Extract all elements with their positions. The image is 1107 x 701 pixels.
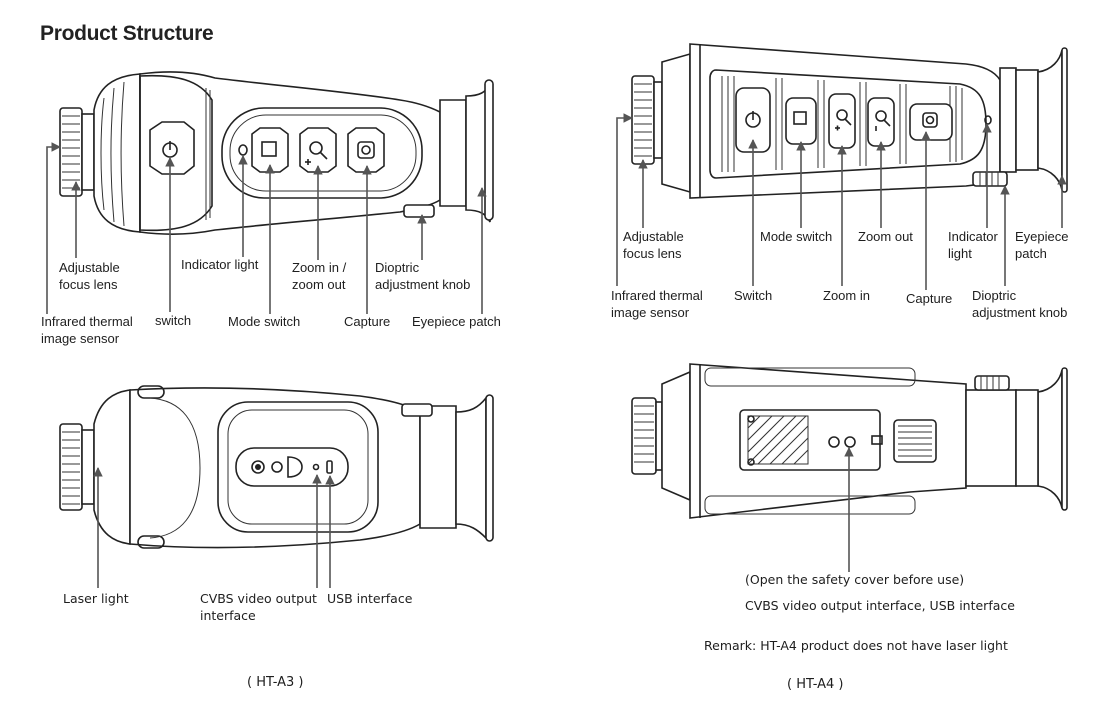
ht-a3-bottom-view <box>59 385 494 549</box>
label-cvbs-video-output-interface: CVBS video output interface <box>200 590 317 624</box>
label-line: image sensor <box>41 331 120 346</box>
label-usb-interface: USB interface <box>327 591 413 606</box>
label-line: Dioptric <box>972 288 1017 303</box>
ht-a3-top-leaders <box>46 142 487 314</box>
label-line: adjustment knob <box>972 305 1068 320</box>
label-indicator-light-a4: Indicator light <box>948 228 998 262</box>
label-mode-switch: Mode switch <box>228 314 301 329</box>
a4-rear-grill <box>893 419 937 463</box>
label-line: Adjustable <box>59 260 120 275</box>
eyepiece-patch-rim <box>484 79 494 221</box>
label-infrared-thermal-image-sensor-a4: Infrared thermal image sensor <box>611 287 703 321</box>
ht-a4-bottom-view <box>631 363 1068 519</box>
label-eyepiece-patch-a4: Eyepiece patch <box>1015 228 1068 262</box>
label-capture: Capture <box>344 314 391 329</box>
page-title: Product Structure <box>40 22 214 45</box>
label-laser-light: Laser light <box>63 591 129 606</box>
a4-capture-button-drawing <box>909 103 953 141</box>
ht-a3-top-view <box>59 71 494 235</box>
ht-a4-top-leaders <box>616 113 1067 290</box>
label-adjustable-focus-lens: Adjustable focus lens <box>59 259 120 293</box>
remark-no-laser-light: Remark: HT-A4 product does not have lase… <box>704 638 1008 653</box>
label-line: image sensor <box>611 305 690 320</box>
label-line: patch <box>1015 246 1047 261</box>
focus-ring-knurl <box>59 107 95 197</box>
label-line: interface <box>200 608 256 623</box>
model-caption-ht-a3: ( HT-A3 ) <box>247 675 304 690</box>
label-safety-cover-note: (Open the safety cover before use) <box>745 572 965 587</box>
label-interfaces-a4: CVBS video output interface, USB interfa… <box>745 598 1015 613</box>
label-indicator-light: Indicator light <box>181 257 259 272</box>
capture-button-drawing <box>347 127 385 173</box>
label-dioptric-adjustment-knob-a4: Dioptric adjustment knob <box>972 287 1067 321</box>
label-switch: switch <box>155 313 192 328</box>
label-zoom-out-a4: Zoom out <box>858 229 913 244</box>
label-line: zoom out <box>292 277 346 292</box>
ht-a3-bottom-leaders <box>93 467 335 588</box>
label-line: Infrared thermal <box>41 314 133 329</box>
label-dioptric-adjustment-knob: Dioptric adjustment knob <box>375 259 470 293</box>
label-line: focus lens <box>59 277 118 292</box>
label-eyepiece-patch: Eyepiece patch <box>412 314 501 329</box>
label-line: Indicator <box>948 229 998 244</box>
grip-panel <box>217 401 379 533</box>
label-switch-a4: Switch <box>734 288 773 303</box>
label-line: Eyepiece <box>1015 229 1069 244</box>
mode-button-drawing <box>251 127 289 173</box>
power-button-drawing <box>149 121 195 175</box>
label-line: focus lens <box>623 246 682 261</box>
zoom-button-drawing <box>299 127 337 173</box>
button-panel <box>221 107 423 199</box>
label-line: Zoom in / <box>292 260 347 275</box>
label-line: light <box>948 246 972 261</box>
label-adjustable-focus-lens-a4: Adjustable focus lens <box>623 228 684 262</box>
ribbed-panel <box>709 69 987 179</box>
label-capture-a4: Capture <box>906 291 953 306</box>
a4-zoom-out-button-drawing <box>867 97 895 147</box>
a4-dioptric-knob <box>972 171 1008 187</box>
label-line: Infrared thermal <box>611 288 703 303</box>
label-zoom-in-zoom-out: Zoom in / zoom out <box>292 259 346 293</box>
a4-zoom-in-button-drawing <box>828 93 856 149</box>
a4-mode-button-drawing <box>785 97 817 145</box>
indicator-light-drawing <box>238 144 248 156</box>
label-infrared-thermal-image-sensor: Infrared thermal image sensor <box>41 313 133 347</box>
label-line: Dioptric <box>375 260 420 275</box>
dioptric-knob <box>403 204 435 218</box>
label-line: CVBS video output <box>200 591 317 606</box>
label-zoom-in-a4: Zoom in <box>823 288 870 303</box>
model-caption-ht-a4: ( HT-A4 ) <box>787 677 844 692</box>
label-line: adjustment knob <box>375 277 471 292</box>
label-line: Adjustable <box>623 229 684 244</box>
ht-a4-top-view <box>631 43 1068 199</box>
label-mode-switch-a4: Mode switch <box>760 229 833 244</box>
ribbing <box>721 76 963 172</box>
